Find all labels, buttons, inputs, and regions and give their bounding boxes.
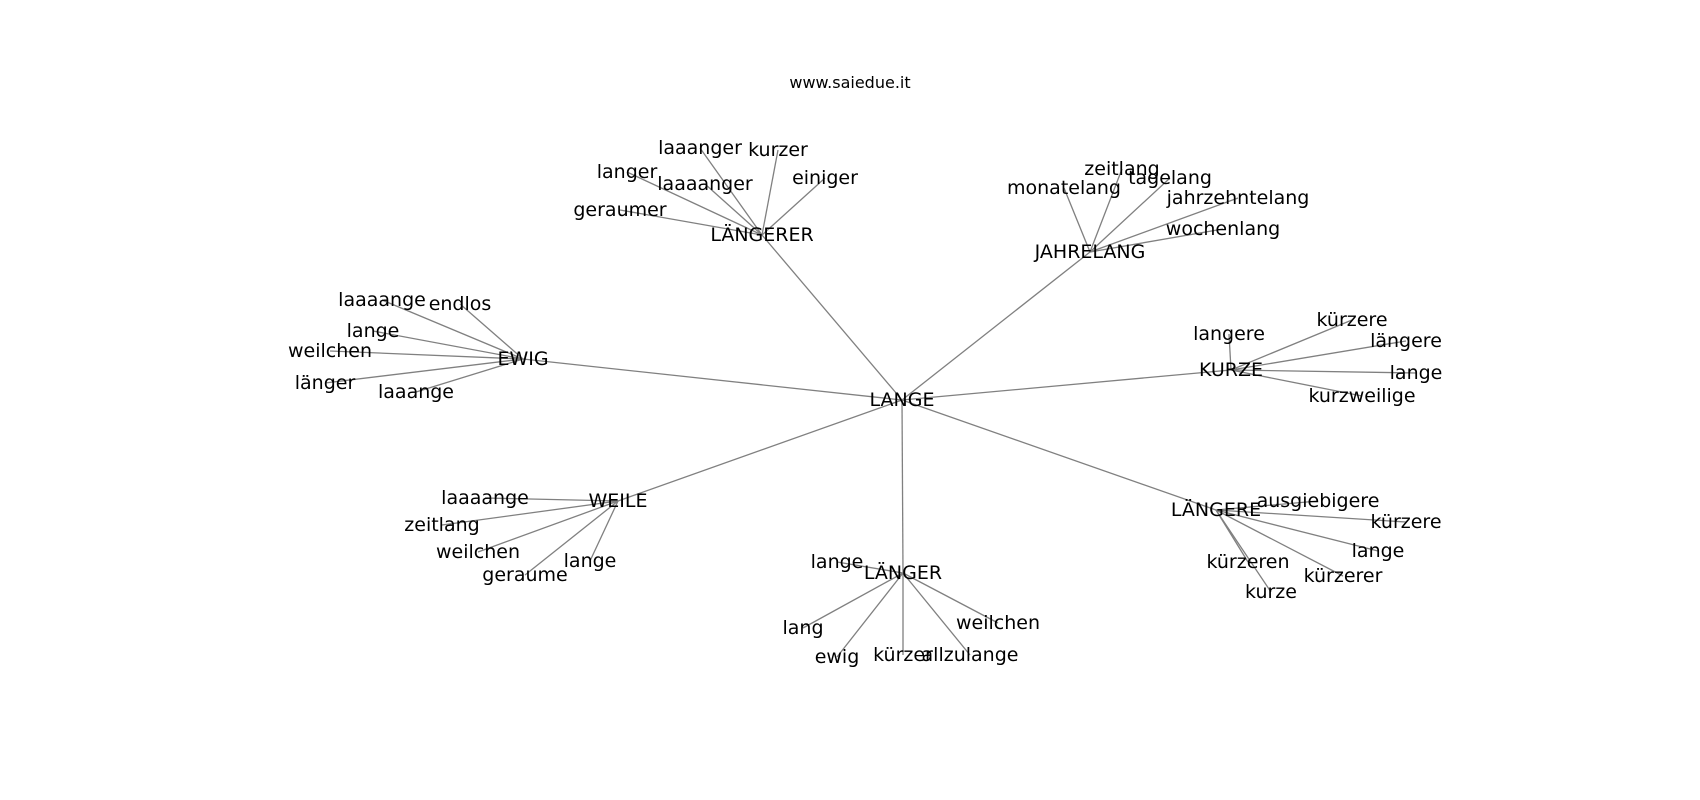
edge-hub-leaf (459, 303, 524, 360)
edge-hub-leaf (699, 147, 763, 236)
edge-hub-leaf (1215, 509, 1272, 593)
edge-hub-leaf (372, 330, 524, 360)
edge-center-hub (901, 399, 904, 574)
leaf-node-label: geraume (482, 564, 567, 586)
edge-hub-leaf (1230, 369, 1417, 374)
edge-hub-leaf (1089, 197, 1239, 253)
leaf-node-label: zeitlang (404, 514, 479, 536)
leaf-node-label: lange (564, 550, 617, 572)
leaf-node-label: laaaanger (657, 173, 753, 195)
page-title: www.saiedue.it (789, 73, 910, 92)
leaf-node-label: allzulange (922, 644, 1019, 666)
edge-center-hub (901, 369, 1232, 401)
leaf-node-label: kurzer (748, 139, 808, 161)
leaf-node-label: weilchen (436, 541, 520, 563)
edge-hub-leaf (381, 299, 524, 360)
leaf-node-label: jahrzehntelang (1166, 187, 1310, 209)
hub-node-label: JAHRELANG (1034, 241, 1146, 263)
edge-hub-leaf (761, 177, 826, 236)
edge-hub-leaf (626, 171, 763, 236)
edge-hub-leaf (802, 572, 904, 629)
leaf-node-label: kürzeren (1206, 551, 1289, 573)
edge-hub-leaf (1230, 319, 1353, 371)
edge-hub-leaf (619, 209, 763, 236)
edge-hub-leaf (902, 572, 999, 624)
edge-hub-leaf (1089, 168, 1123, 253)
leaf-node-label: lange (1390, 362, 1443, 384)
edge-hub-leaf (1063, 187, 1091, 253)
leaf-node-label: lange (1352, 540, 1405, 562)
edge-center-hub (901, 399, 1217, 511)
leaf-node-label: weilchen (956, 612, 1040, 634)
leaf-node-label: kürzer (873, 644, 933, 666)
leaf-node-label: kürzere (1370, 511, 1441, 533)
leaf-node-label: längere (1370, 330, 1442, 352)
hub-node-label: KURZE (1199, 359, 1263, 381)
edge-hub-leaf (1215, 509, 1407, 523)
hub-node-label: LÄNGER (864, 561, 942, 584)
leaf-node-label: lange (347, 320, 400, 342)
edge-hub-leaf (902, 572, 971, 656)
leaf-node-label: ausgiebigere (1257, 490, 1380, 512)
edge-hub-leaf (589, 500, 619, 562)
leaf-node-label: wochenlang (1166, 218, 1280, 240)
edge-hub-leaf (441, 500, 619, 526)
leaf-node-label: laaange (378, 381, 454, 403)
edge-hub-leaf (1215, 500, 1319, 511)
edge-center-hub (761, 234, 903, 401)
edge-center-hub (522, 358, 903, 401)
edge-hub-leaf (1228, 333, 1232, 371)
hub-node-label: WEILE (589, 490, 648, 512)
edge-hub-leaf (484, 497, 619, 502)
edge-hub-leaf (477, 500, 619, 553)
leaf-node-label: tagelang (1128, 167, 1212, 189)
leaf-node-label: monatelang (1007, 177, 1121, 199)
leaf-node-label: lang (782, 617, 823, 639)
leaf-node-label: lange (811, 551, 864, 573)
edge-hub-leaf (1089, 228, 1224, 253)
edge-hub-leaf (1215, 509, 1344, 577)
edge-hub-leaf (1230, 340, 1407, 371)
leaf-node-label: langere (1193, 323, 1265, 345)
leaf-node-label: kurzweilige (1308, 385, 1415, 407)
leaf-node-label: weilchen (288, 340, 372, 362)
edge-hub-leaf (761, 149, 779, 236)
edge-hub-leaf (329, 350, 524, 360)
edge-hub-leaf (524, 500, 619, 576)
edge-hub-leaf (415, 358, 524, 393)
leaf-node-label: kürzere (1316, 309, 1387, 331)
edge-hub-leaf (836, 561, 904, 574)
edge-hub-leaf (1089, 177, 1171, 253)
edge-hub-leaf (1215, 509, 1379, 552)
leaf-node-label: kürzerer (1304, 565, 1383, 587)
leaf-node-label: geraumer (573, 199, 666, 221)
edge-hub-leaf (1230, 369, 1363, 397)
leaf-node-label: laaaange (338, 289, 426, 311)
edge-hub-leaf (704, 183, 763, 236)
hub-node-label: LÄNGERE (1171, 498, 1261, 521)
edge-hub-leaf (324, 358, 524, 384)
center-node-label: LANGE (870, 389, 935, 411)
edges-layer (324, 147, 1417, 658)
leaf-node-label: einiger (792, 167, 858, 189)
leaf-node-label: ewig (815, 646, 860, 668)
leaf-node-label: kurze (1245, 581, 1297, 603)
hub-node-label: LÄNGERER (710, 223, 813, 246)
leaf-node-label: laaaange (441, 487, 529, 509)
leaf-node-label: zeitlang (1084, 158, 1159, 180)
leaf-node-label: länger (295, 372, 356, 394)
hub-node-label: EWIG (497, 348, 548, 370)
edge-center-hub (617, 399, 903, 502)
leaf-node-label: laaanger (658, 137, 742, 159)
leaf-node-label: endlos (429, 293, 492, 315)
leaf-node-label: langer (597, 161, 658, 183)
edge-center-hub (901, 251, 1091, 401)
edge-hub-leaf (836, 572, 904, 658)
